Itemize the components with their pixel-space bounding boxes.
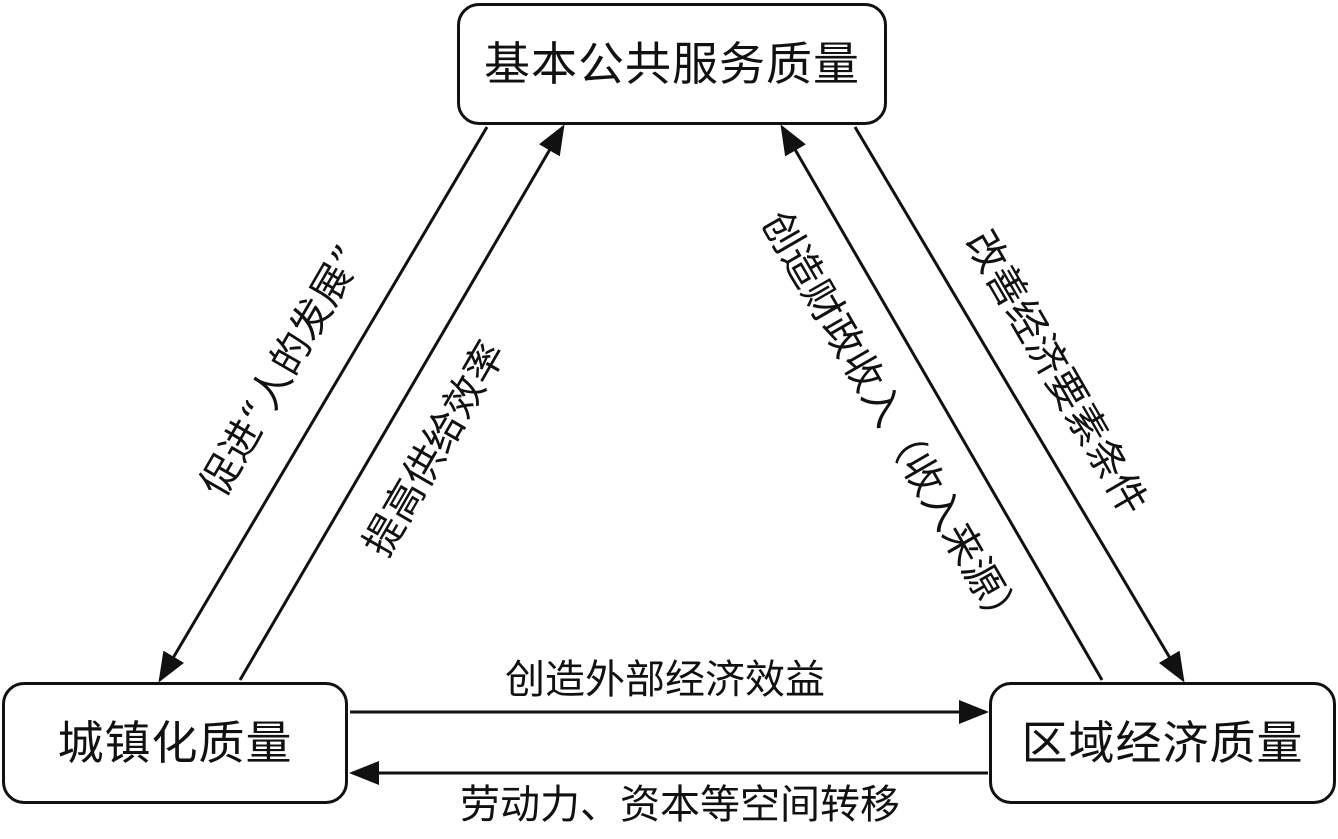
edge-label-factor-spatial-transfer: 劳动力、资本等空间转移: [460, 782, 900, 828]
node-public-service-label: 基本公共服务质量: [484, 37, 860, 91]
edge-label-create-external-benefits: 创造外部经济效益: [505, 657, 825, 703]
node-public-service: 基本公共服务质量: [457, 3, 887, 125]
arrow-economy-to-public: [780, 124, 1104, 681]
arrow-public-to-economy: [853, 126, 1185, 683]
node-urbanization-label: 城镇化质量: [57, 716, 293, 770]
node-urbanization: 城镇化质量: [2, 682, 348, 804]
arrow-public-to-urban: [158, 126, 489, 683]
node-regional-economy: 区域经济质量: [989, 682, 1336, 804]
node-regional-economy-label: 区域经济质量: [1021, 716, 1304, 770]
arrow-urban-to-public: [238, 124, 565, 681]
